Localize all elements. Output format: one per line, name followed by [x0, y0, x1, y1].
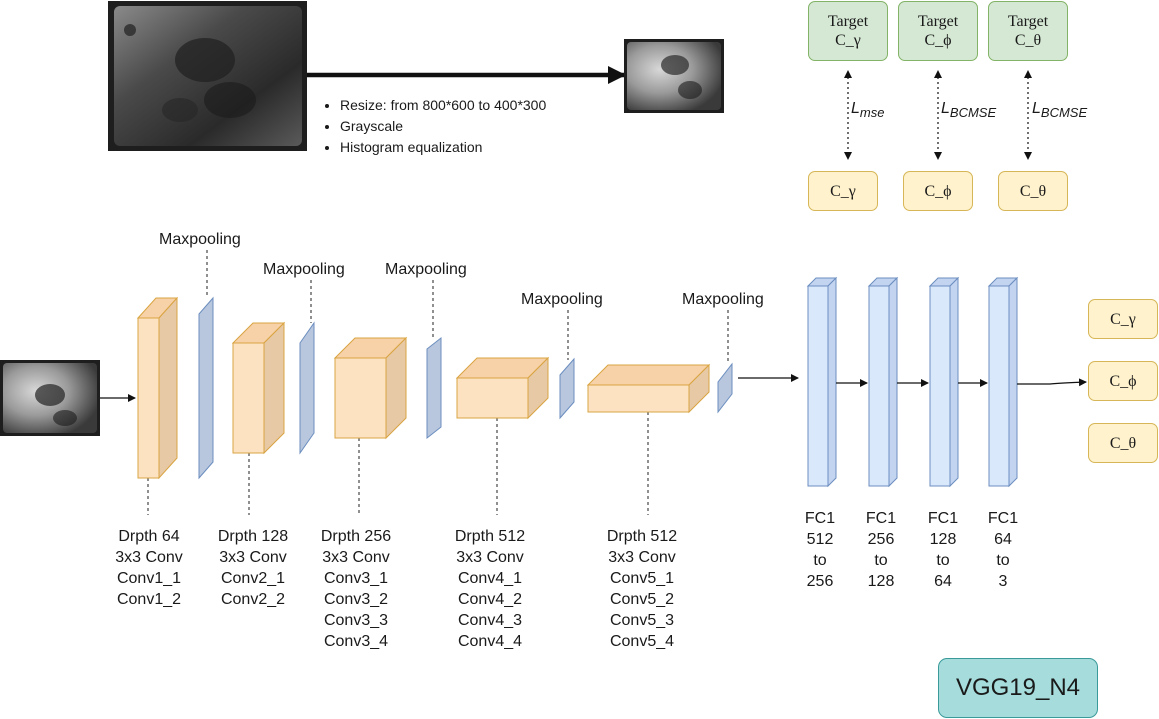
- output-box-theta: C_θ: [1088, 423, 1158, 463]
- conv-block-1: [136, 296, 179, 480]
- conv-block-top: [586, 364, 711, 386]
- prediction-box-theta: C_θ: [998, 171, 1068, 211]
- loss-label-bcmse-phi: LBCMSE: [941, 100, 997, 121]
- fc-layer-front: [868, 285, 890, 487]
- fc-layer-side: [1008, 276, 1018, 488]
- conv-block-front: [587, 384, 690, 413]
- output-box-gamma: C_γ: [1088, 299, 1158, 339]
- conv-block-3: [333, 336, 408, 440]
- maxpool-label-3: Maxpooling: [385, 261, 467, 278]
- maxpool-slab-3: [426, 336, 442, 440]
- conv-block-front: [232, 342, 265, 454]
- loss-arrowhead-down: [844, 152, 852, 160]
- model-name-badge: VGG19_N4: [938, 658, 1098, 718]
- fc-layer-1: [806, 276, 838, 488]
- fc-layer-side: [827, 276, 837, 488]
- fc-layer-side: [949, 276, 959, 488]
- target-box-theta: Target C_θ: [988, 1, 1068, 61]
- maxpool-label-1: Maxpooling: [159, 231, 241, 248]
- fc-layer-front: [988, 285, 1010, 487]
- fc-layer-front: [929, 285, 951, 487]
- processed-image: [624, 39, 724, 113]
- target-box-phi: Target C_ϕ: [898, 1, 978, 61]
- loss-arrowhead-up: [934, 70, 942, 78]
- preprocess-step-histeq: Histogram equalization: [340, 137, 546, 158]
- prediction-box-gamma: C_γ: [808, 171, 878, 211]
- input-image: [0, 360, 100, 436]
- fc-layer-4: [987, 276, 1019, 488]
- maxpool-slab-2: [299, 321, 315, 455]
- fc4-to-output-arrow: [1017, 378, 1087, 387]
- fc-layer-3: [928, 276, 960, 488]
- target-box-gamma: Target C_γ: [808, 1, 888, 61]
- maxpool-slab-1: [198, 296, 214, 480]
- loss-arrowhead-down: [934, 152, 942, 160]
- preprocess-step-grayscale: Grayscale: [340, 116, 546, 137]
- conv-block-front: [334, 357, 387, 439]
- prediction-box-phi: C_ϕ: [903, 171, 973, 211]
- fc-layer-side: [888, 276, 898, 488]
- maxpool-label-4: Maxpooling: [521, 291, 603, 308]
- conv-block-5: [586, 363, 711, 414]
- maxpool-slab-4: [559, 357, 575, 420]
- original-image: [108, 1, 307, 151]
- maxpool-label-5: Maxpooling: [682, 291, 764, 308]
- conv-block-4: [455, 356, 550, 420]
- conv-block-side: [263, 321, 285, 455]
- maxpool-slab-5: [717, 362, 733, 414]
- conv-block-front: [456, 377, 529, 419]
- preprocess-step-resize: Resize: from 800*600 to 400*300: [340, 95, 546, 116]
- loss-label-mse: Lmse: [851, 100, 885, 121]
- loss-arrowhead-up: [1024, 70, 1032, 78]
- preprocess-steps: Resize: from 800*600 to 400*300 Grayscal…: [320, 95, 546, 158]
- output-box-phi: C_ϕ: [1088, 361, 1158, 401]
- maxpool-label-2: Maxpooling: [263, 261, 345, 278]
- loss-label-bcmse-theta: LBCMSE: [1032, 100, 1088, 121]
- conv-block-side: [158, 296, 178, 480]
- loss-arrowhead-down: [1024, 152, 1032, 160]
- loss-arrowhead-up: [844, 70, 852, 78]
- fc-layer-front: [807, 285, 829, 487]
- fc-layer-2: [867, 276, 899, 488]
- conv-block-front: [137, 317, 160, 479]
- conv-block-2: [231, 321, 286, 455]
